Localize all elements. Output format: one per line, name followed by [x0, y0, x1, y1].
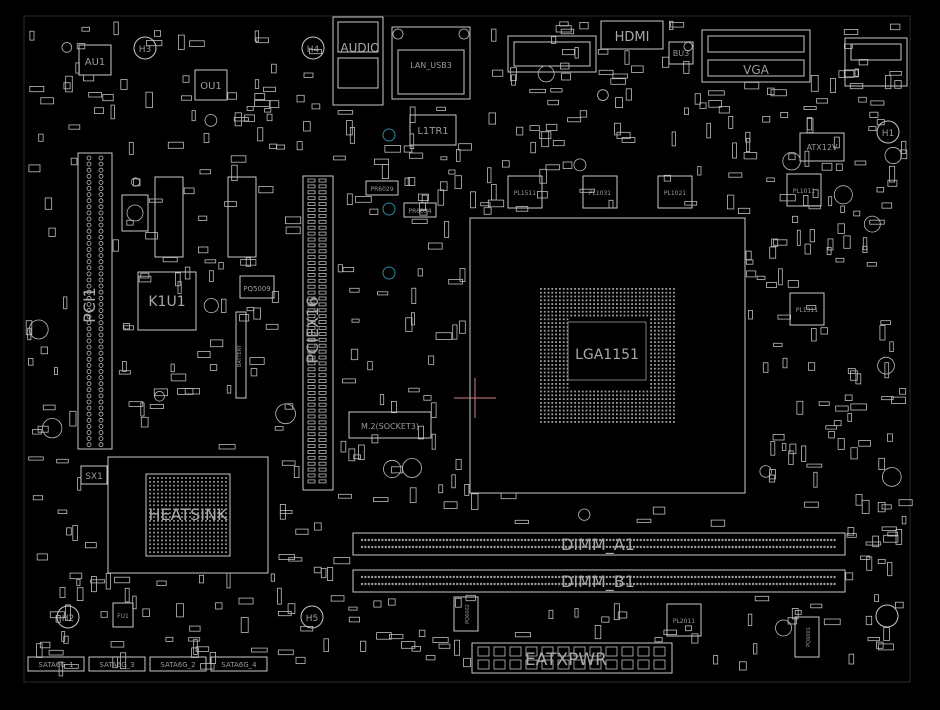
- chip-pu[interactable]: [121, 194, 149, 232]
- eatxpwr-connector[interactable]: EATXPWR: [471, 642, 673, 674]
- crosshair-marker: [454, 378, 496, 418]
- board-outline: [23, 15, 911, 683]
- pci-slot[interactable]: PCI1: [77, 152, 113, 450]
- inductor-pl1511[interactable]: PL1511: [507, 175, 543, 209]
- svg-text:L1TR1: L1TR1: [417, 126, 448, 137]
- mount-hole-h3[interactable]: H3: [133, 36, 157, 60]
- crystal-sx1[interactable]: SX1: [80, 465, 108, 485]
- svg-text:SX1: SX1: [85, 472, 103, 482]
- dimm-slot-a1[interactable]: DIMM_A1: [352, 532, 846, 556]
- svg-text:SATA6G_1: SATA6G_1: [38, 661, 73, 669]
- svg-text:H3: H3: [139, 45, 152, 55]
- svg-text:HEATSINK: HEATSINK: [149, 505, 228, 524]
- svg-text:BATTERY: BATTERY: [237, 344, 243, 367]
- sata-port-2[interactable]: SATA6G_2: [149, 656, 207, 672]
- super-io-chip-k1u1[interactable]: K1U1: [137, 271, 197, 331]
- svg-text:PQ6002: PQ6002: [465, 604, 471, 624]
- svg-text:VGA: VGA: [743, 63, 770, 77]
- resistor-pr6029[interactable]: PR6029: [365, 180, 399, 196]
- svg-text:SATA6G_2: SATA6G_2: [160, 661, 195, 669]
- m2-socket3[interactable]: M.2(SOCKET3): [348, 411, 432, 439]
- vga-connector[interactable]: VGA: [701, 29, 811, 83]
- svg-text:M.2(SOCKET3): M.2(SOCKET3): [361, 422, 419, 431]
- svg-text:LGA1151: LGA1151: [575, 347, 639, 363]
- svg-text:PCI1: PCI1: [80, 287, 99, 323]
- mount-hole-h4[interactable]: H4: [301, 36, 325, 60]
- svg-text:H2: H2: [62, 614, 75, 624]
- inductor-pl1021[interactable]: PL1021: [657, 175, 693, 209]
- battery-holder[interactable]: BATTERY: [235, 311, 247, 399]
- svg-text:PQ6001: PQ6001: [806, 627, 812, 647]
- via: [382, 128, 396, 142]
- usb-connector[interactable]: [507, 35, 597, 73]
- audio-jack-connector[interactable]: AUDIO: [332, 16, 384, 106]
- svg-text:H1: H1: [882, 129, 895, 139]
- hdmi-connector[interactable]: HDMI: [600, 20, 664, 50]
- svg-text:ATX12V: ATX12V: [807, 143, 838, 152]
- svg-text:PCIEX16: PCIEX16: [303, 297, 322, 364]
- chipset-heatsink[interactable]: HEATSINK: [107, 456, 269, 574]
- inductor-pl1011[interactable]: PL1011: [786, 173, 822, 207]
- svg-text:K1U1: K1U1: [148, 294, 185, 310]
- mount-hole-h5[interactable]: H5: [300, 605, 324, 629]
- ps2-usb-connector[interactable]: [844, 37, 908, 87]
- svg-text:PL1511: PL1511: [514, 190, 536, 197]
- inductor-pl2011[interactable]: PL2011: [666, 603, 702, 637]
- svg-text:SATA6G_3: SATA6G_3: [99, 661, 134, 669]
- fuse-fu1[interactable]: FU1: [112, 602, 134, 628]
- svg-text:FU1: FU1: [117, 613, 129, 620]
- pciex16-slot[interactable]: PCIEX16: [302, 175, 334, 491]
- sata-port-1[interactable]: SATA6G_1: [27, 656, 85, 672]
- chip-ou1[interactable]: OU1: [194, 69, 228, 101]
- svg-text:SATA6G_4: SATA6G_4: [221, 661, 257, 669]
- svg-text:AU1: AU1: [85, 57, 106, 68]
- svg-text:EATXPWR: EATXPWR: [525, 650, 607, 670]
- svg-text:H4: H4: [307, 45, 320, 55]
- lan-transformer-l1tr1[interactable]: L1TR1: [409, 114, 457, 146]
- lan-usb3-connector[interactable]: LAN_USB3: [391, 26, 471, 100]
- atx12v-connector[interactable]: ATX12V: [799, 132, 845, 162]
- svg-text:DIMM_A1: DIMM_A1: [561, 535, 635, 555]
- svg-text:OU1: OU1: [200, 81, 222, 92]
- cpu-socket-lga1151[interactable]: LGA1151: [469, 217, 746, 494]
- svg-text:AUDIO: AUDIO: [340, 41, 379, 55]
- svg-text:PR6029: PR6029: [370, 186, 393, 193]
- mount-hole-h1[interactable]: H1: [876, 120, 900, 144]
- audio-chip-au1[interactable]: AU1: [78, 44, 112, 76]
- smd-component-field: [25, 20, 913, 677]
- inductor-pl1311[interactable]: PL1311: [789, 292, 825, 326]
- chip-bu3[interactable]: BU3: [668, 41, 694, 65]
- svg-text:PL1311: PL1311: [796, 307, 818, 314]
- svg-text:H5: H5: [306, 614, 319, 624]
- mosfet-pq5009[interactable]: PQ5009: [239, 275, 275, 299]
- svg-text:LAN_USB3: LAN_USB3: [410, 61, 452, 70]
- svg-text:PL1011: PL1011: [793, 188, 815, 195]
- svg-text:BU3: BU3: [673, 49, 689, 58]
- header-block-2[interactable]: [227, 176, 257, 258]
- svg-text:DIMM_B1: DIMM_B1: [561, 572, 635, 592]
- svg-text:PL1031: PL1031: [589, 190, 611, 197]
- via: [382, 266, 396, 280]
- via: [382, 202, 396, 216]
- svg-text:PL2011: PL2011: [673, 618, 695, 625]
- mosfet-pq6001[interactable]: PQ6001: [794, 616, 820, 658]
- dimm-slot-b1[interactable]: DIMM_B1: [352, 569, 846, 593]
- mount-hole-bottom-right[interactable]: [875, 604, 899, 628]
- svg-text:HDMI: HDMI: [615, 30, 650, 45]
- svg-text:PL1021: PL1021: [664, 190, 686, 197]
- svg-text:PQ5009: PQ5009: [243, 285, 271, 293]
- mount-hole-h2[interactable]: H2: [56, 605, 80, 629]
- header-block-1[interactable]: [154, 176, 184, 258]
